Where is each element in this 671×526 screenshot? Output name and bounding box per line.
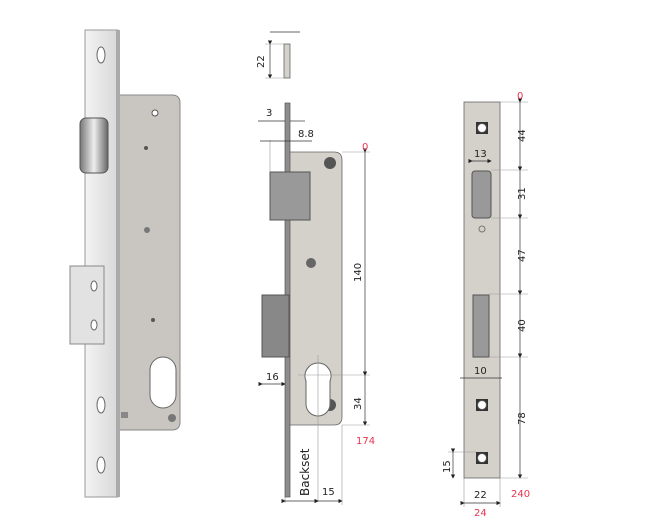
- total-length-label: 240: [511, 489, 530, 500]
- screw-hole: [476, 399, 488, 411]
- backset-extra-label: 15: [322, 487, 335, 498]
- segment-label: 47: [517, 249, 528, 262]
- lock-side-view: 22 0 140 34 174 3 8.8 16 Backset 15: [256, 31, 375, 505]
- side-bottom-ref: 174: [356, 436, 375, 447]
- lock-body: [115, 94, 181, 431]
- latch-width-label: 13: [474, 149, 487, 160]
- front-faceplate: [463, 101, 501, 479]
- bolt-width-label: 10: [474, 366, 487, 377]
- segment-label: 40: [517, 319, 528, 332]
- bolt-projection-label: 16: [266, 372, 279, 383]
- latch-to-cylinder-label: 140: [353, 263, 364, 282]
- latch: [79, 117, 109, 174]
- segment-label: 44: [517, 129, 528, 142]
- side-bolt: [261, 294, 290, 358]
- strike-thickness-label: 22: [256, 55, 267, 68]
- segment-label: 78: [517, 412, 528, 425]
- faceplate-thickness-label: 3: [266, 108, 272, 119]
- screw-hole: [476, 452, 488, 464]
- front-top-ref: 0: [517, 91, 523, 102]
- side-top-ref: 0: [362, 142, 368, 153]
- cylinder-to-bottom-label: 34: [353, 397, 364, 410]
- strike-plate: [283, 43, 291, 79]
- deadbolt: [69, 265, 105, 345]
- backset-label: Backset: [298, 448, 312, 496]
- front-bolt: [472, 294, 490, 358]
- hole-offset-label: 15: [442, 460, 453, 473]
- offset-label: 8.8: [298, 129, 314, 140]
- plate-width-outer-label: 24: [474, 508, 487, 519]
- front-latch: [471, 170, 492, 219]
- cylinder-hole: [149, 356, 177, 409]
- segment-label: 31: [517, 187, 528, 200]
- lock-3d-view: [69, 29, 181, 498]
- lock-front-view: 0 44 31 47 40 78 13 10 15 22 24 240: [442, 91, 530, 519]
- faceplate: [84, 29, 119, 498]
- plate-width-label: 22: [474, 490, 487, 501]
- side-latch: [269, 171, 311, 221]
- screw-hole: [476, 122, 488, 134]
